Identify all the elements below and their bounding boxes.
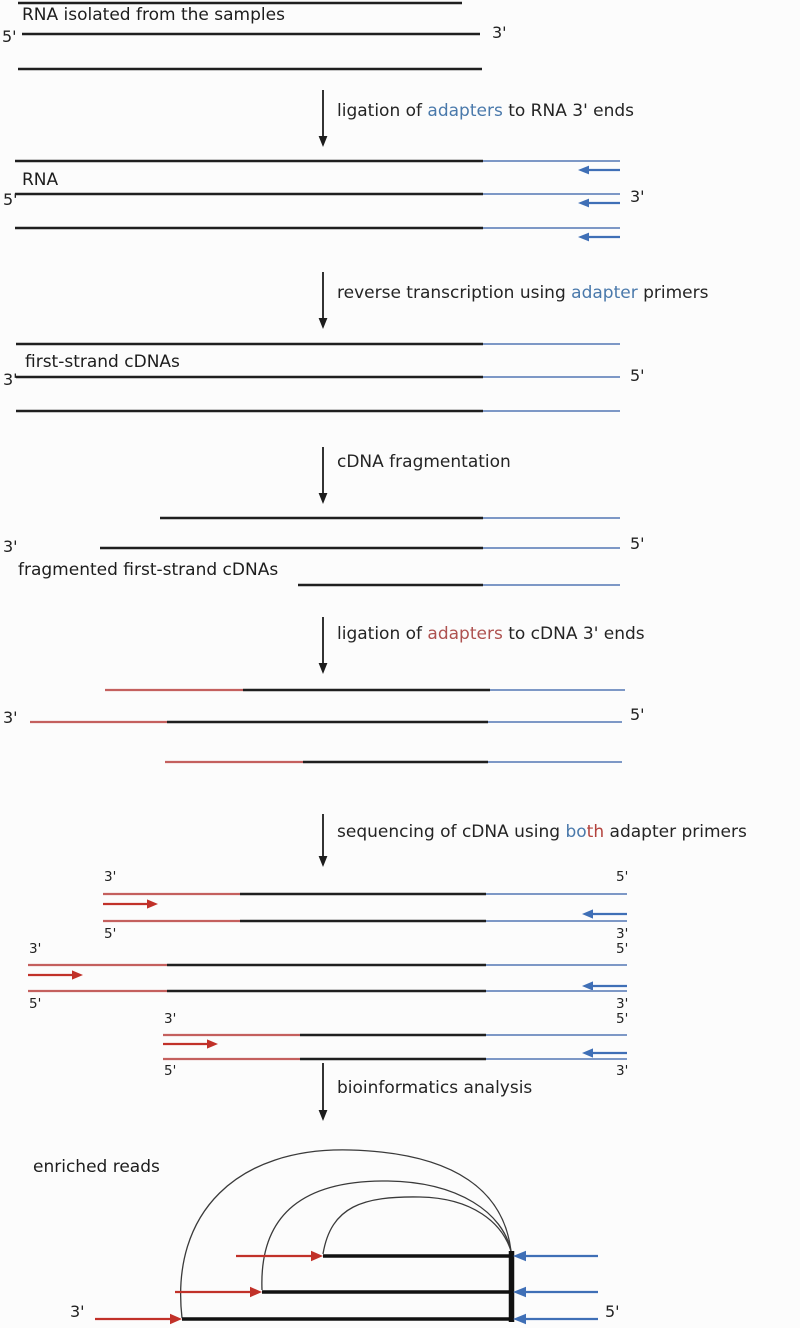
step-text: ligation of (337, 101, 428, 121)
prime-label: 5' (616, 941, 629, 957)
fragmented-cdna-strands (100, 516, 620, 587)
down-arrow-icon (318, 617, 328, 674)
prime-label: 3' (3, 537, 18, 556)
prime-label: 3' (630, 187, 645, 206)
down-arrow-icon (318, 1063, 328, 1121)
first-strand-cdna-strands (16, 342, 620, 413)
prime-label: 3' (104, 869, 117, 885)
step-text: reverse transcription using (337, 283, 572, 303)
down-arrow-icon (318, 814, 328, 867)
blue-arrow-head (513, 1286, 526, 1298)
section-title-fragmented: fragmented first-strand cDNAs (18, 560, 279, 580)
prime-label: 5' (630, 366, 645, 385)
prime-label: 5' (630, 534, 645, 553)
prime-label: 5' (29, 996, 42, 1012)
prime-label: 3' (492, 23, 507, 42)
step-text: sequencing of cDNA using (337, 822, 566, 842)
step-text: bioinformatics analysis (337, 1078, 533, 1098)
blue-arrow-head (582, 981, 593, 991)
arrow-head (318, 136, 328, 147)
step-label-fragmentation: cDNA fragmentation (337, 452, 511, 472)
step-highlight: bo (565, 822, 587, 842)
arrow-head (318, 1110, 328, 1121)
arrow-head (318, 856, 328, 867)
blue-arrow-head (513, 1250, 526, 1262)
prime-label: 5' (605, 1302, 620, 1321)
prime-label: 3' (70, 1302, 85, 1321)
step-text: primers (637, 283, 709, 303)
rna-isolated-strands (18, 1, 482, 71)
step-highlight: adapters (427, 624, 503, 644)
step-label-reverse-transcription: reverse transcription using adapter prim… (337, 283, 708, 303)
step-text: to RNA 3' ends (502, 101, 635, 121)
blue-arrow-head (513, 1313, 526, 1325)
blue-arrow-head (578, 198, 589, 208)
rna-with-adapters-strands (15, 159, 620, 242)
prime-label: 5' (164, 1063, 177, 1079)
step-highlight: th (586, 822, 605, 842)
section-title-first-strand: first-strand cDNAs (25, 352, 180, 372)
prime-label: 3' (3, 708, 18, 727)
red-arrow-head (311, 1250, 323, 1262)
prime-label: 5' (616, 869, 629, 885)
red-arrow-head (72, 970, 83, 980)
arrow-head (318, 663, 328, 674)
prime-label: 5' (3, 190, 18, 209)
prime-label: 3' (164, 1011, 177, 1027)
prime-label: 5' (104, 926, 117, 942)
down-arrow-icon (318, 272, 328, 329)
section-title-rna-isolated: RNA isolated from the samples (22, 5, 285, 25)
step-text: ligation of (337, 624, 428, 644)
red-arrow-head (170, 1313, 182, 1325)
step-text: cDNA fragmentation (337, 452, 511, 472)
blue-arrow-head (582, 1048, 593, 1058)
step-label-ligation-rna: ligation of adapters to RNA 3' ends (337, 101, 634, 121)
step-label-bioinformatics: bioinformatics analysis (337, 1078, 532, 1098)
prime-label: 5' (630, 705, 645, 724)
red-arrow-head (250, 1286, 262, 1298)
prime-label: 5' (616, 1011, 629, 1027)
down-arrow-icon (318, 447, 328, 504)
blue-arrow-head (578, 232, 589, 242)
sequenced-pair-2 (28, 963, 627, 993)
step-highlight: adapters (427, 101, 503, 121)
step-text: to cDNA 3' ends (502, 624, 645, 644)
step-label-ligation-cdna: ligation of adapters to cDNA 3' ends (337, 624, 645, 644)
prime-label: 3' (616, 1063, 629, 1079)
sequenced-pair-3 (163, 1033, 627, 1061)
section-title-rna: RNA (22, 170, 59, 190)
cdna-with-both-adapters-strands (30, 688, 625, 764)
enriched-reads-diagram (95, 1149, 598, 1325)
step-label-sequencing: sequencing of cDNA using both adapter pr… (337, 822, 747, 842)
prime-label: 3' (616, 926, 629, 942)
red-arrow-head (207, 1039, 218, 1049)
prime-label: 3' (616, 996, 629, 1012)
step-highlight: adapter (571, 283, 638, 303)
blue-arrow-head (582, 909, 593, 919)
red-arrow-head (147, 899, 158, 909)
prime-label: 3' (3, 370, 18, 389)
sequenced-pair-1 (103, 892, 627, 923)
down-arrow-icon (318, 90, 328, 147)
arrow-head (318, 318, 328, 329)
section-title-enriched-reads: enriched reads (33, 1157, 160, 1177)
prime-label: 3' (29, 941, 42, 957)
splice-arc (322, 1196, 512, 1255)
splice-arc (180, 1149, 512, 1319)
step-text: adapter primers (604, 822, 747, 842)
blue-arrow-head (578, 165, 589, 175)
prime-label: 5' (2, 27, 17, 46)
splice-arc (261, 1180, 512, 1291)
arrow-head (318, 493, 328, 504)
